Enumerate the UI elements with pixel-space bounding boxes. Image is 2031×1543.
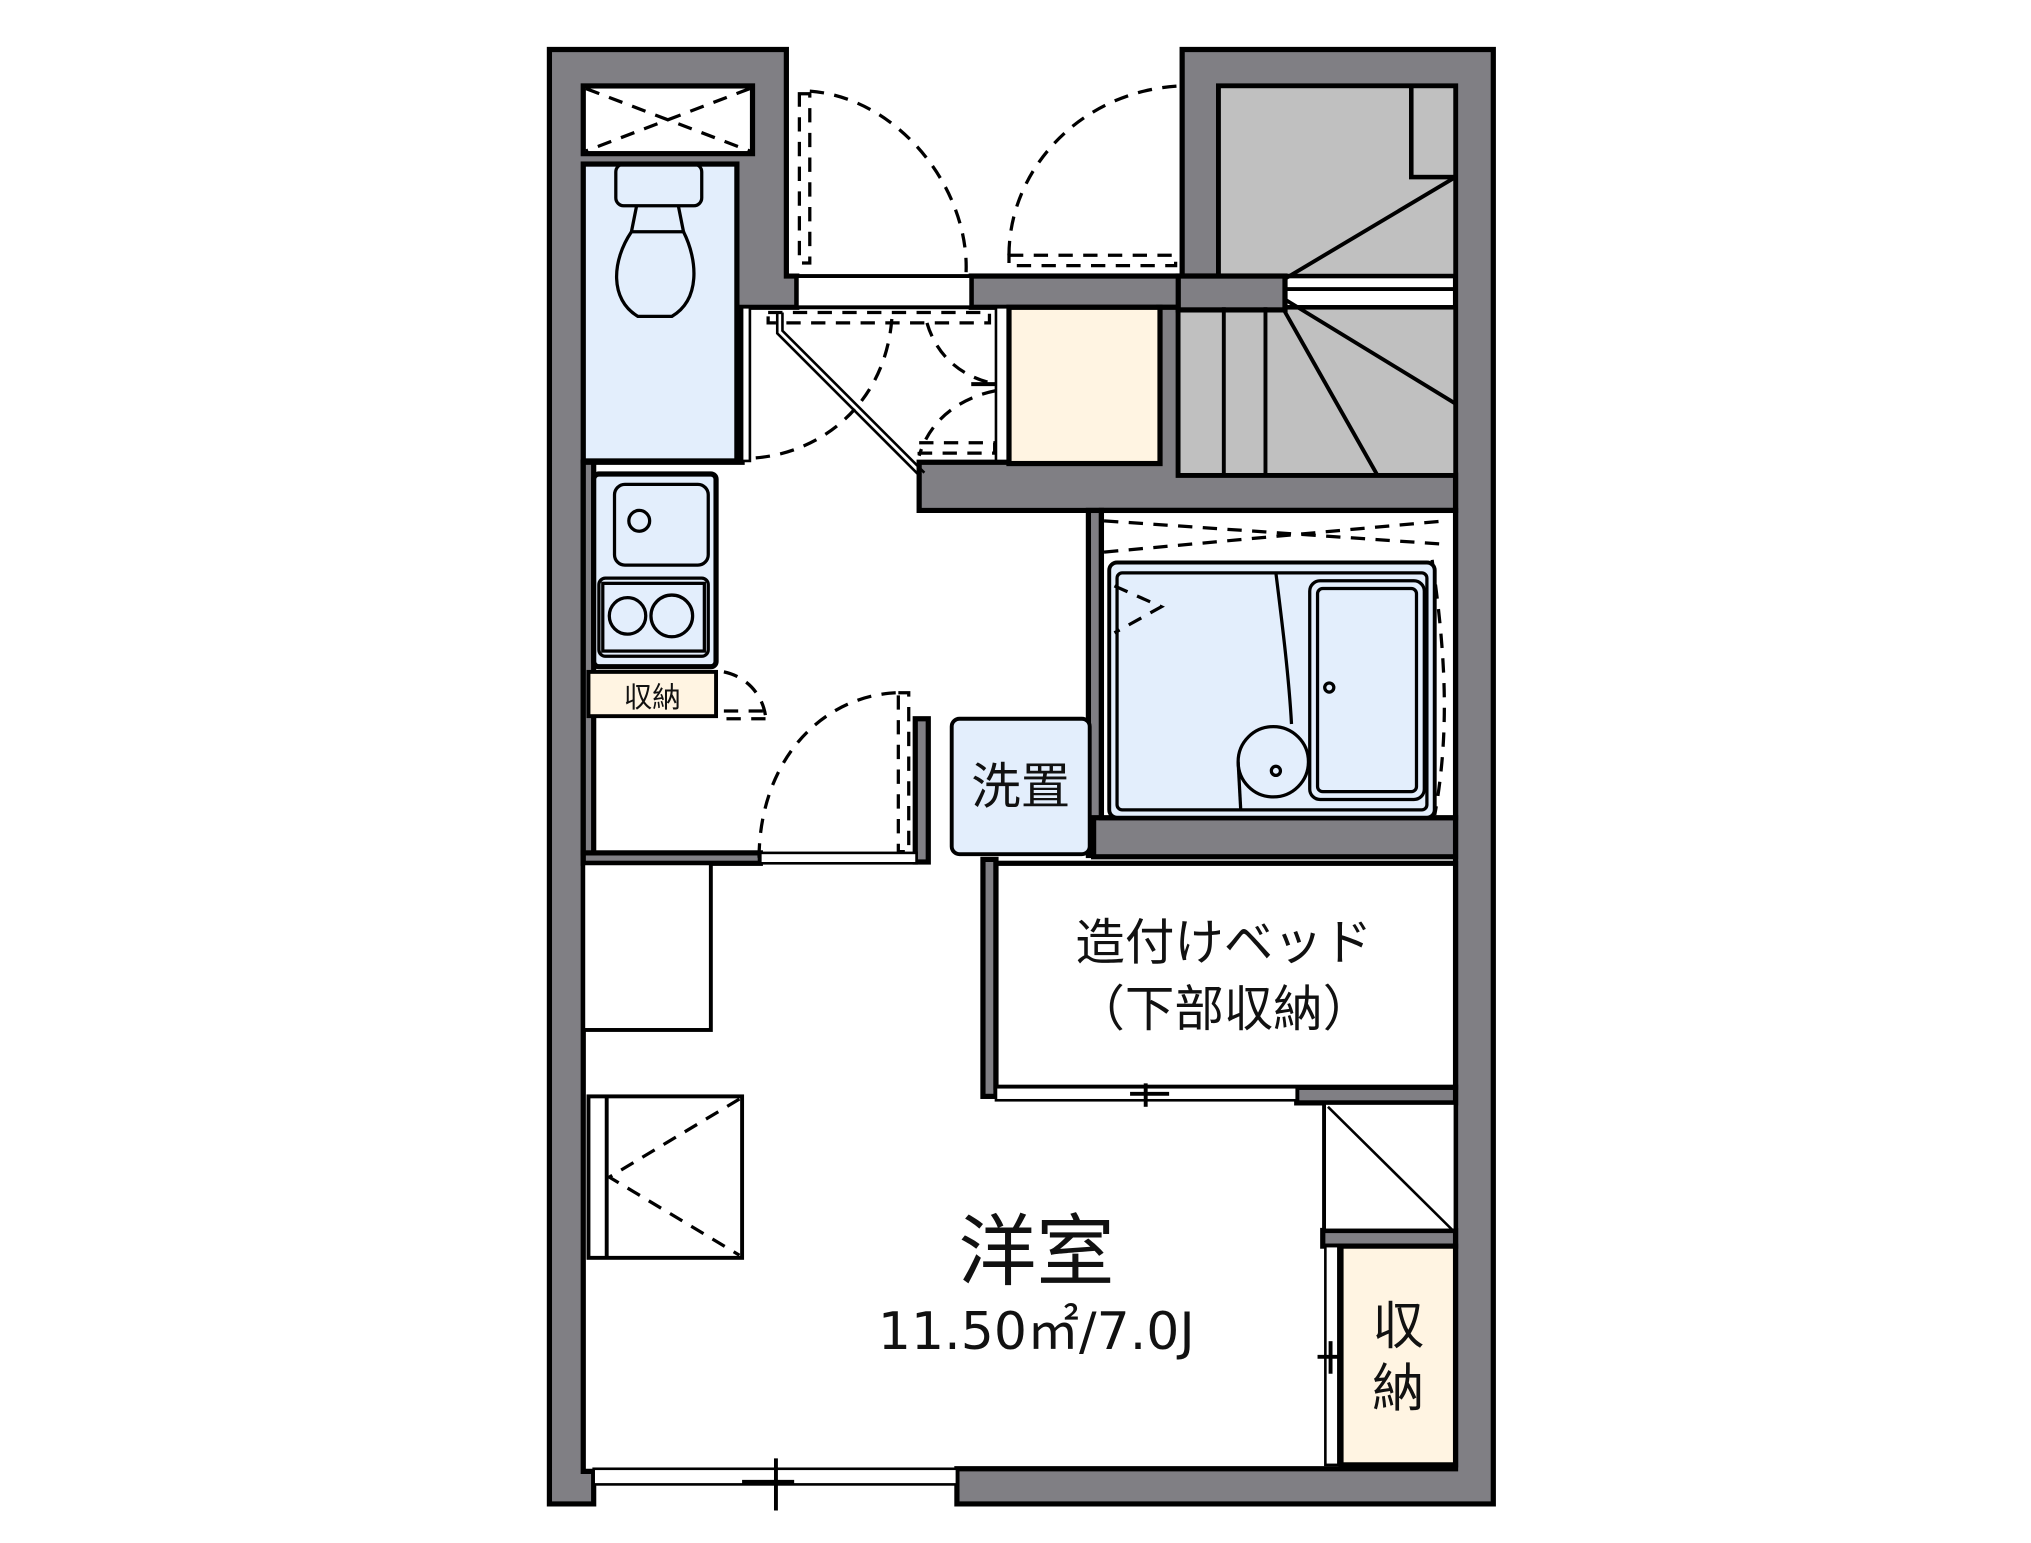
interior-door (757, 691, 918, 865)
sliding-windows (592, 1458, 959, 1511)
toilet-room (580, 161, 752, 464)
ventilation-shaft (580, 83, 756, 157)
entrance-area (794, 84, 1180, 310)
built-in-bed-label-line1: 造付けベッド (1075, 914, 1372, 972)
shoe-storage (1006, 304, 1163, 467)
kitchen-sink-icon (612, 482, 710, 567)
western-room: 洋室 11.50㎡/7.0J (581, 861, 1195, 1511)
hallway (748, 305, 1011, 477)
built-in-bed: 造付けベッド （下部収納） (993, 860, 1459, 1107)
western-room-area: 11.50㎡/7.0J (878, 1302, 1195, 1362)
toilet-icon (614, 162, 704, 319)
staircase-icon (1175, 83, 1458, 478)
room-storage-label-line1: 収 (1372, 1297, 1424, 1357)
western-room-label: 洋室 (958, 1207, 1114, 1298)
built-in-bed-label-line2: （下部収納） (1075, 980, 1372, 1038)
washer-space-label: 洗置 (971, 757, 1070, 815)
washer-space: 洗置 (949, 716, 1092, 857)
room-storage-label-line2: 納 (1372, 1359, 1424, 1419)
stove-burners-icon (597, 576, 710, 658)
room-closet: 収 納 (1317, 1100, 1459, 1468)
unit-bath-icon (1098, 507, 1459, 821)
kitchen-storage-label: 収納 (624, 680, 681, 714)
kitchen: 収納 (586, 471, 768, 721)
